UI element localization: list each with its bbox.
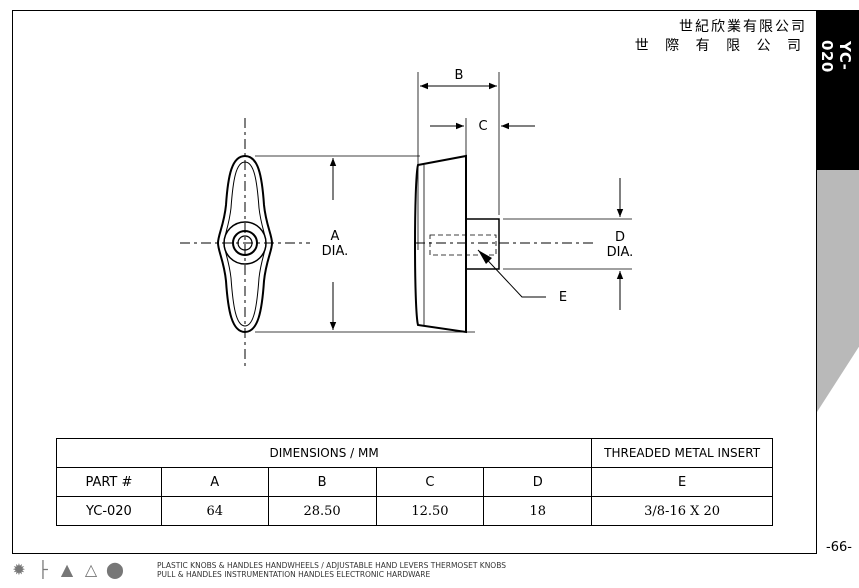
knob-body-side [414,154,467,334]
dimension-d [503,178,632,310]
dimension-a [255,155,475,333]
dimensions-header: DIMENSIONS / MM [55,438,593,468]
triangle-knob-icon: △ [84,560,98,579]
label-d-letter: D [614,230,625,245]
table-row: YC-020 64 28.50 12.50 18 3/8-16 X 20 [56,496,773,526]
col-d: D [483,467,593,497]
label-a-letter: A [330,229,340,244]
label-b: B [454,68,464,83]
cell-e: 3/8-16 X 20 [591,496,773,526]
label-a-dia: DIA. [321,244,349,259]
table-header-row: DIMENSIONS / MM THREADED METAL INSERT [55,438,773,468]
page-frame [12,10,817,554]
table-column-row: PART # A B C D E [56,467,773,497]
cell-b: 28.50 [267,496,377,526]
page-number: -66- [826,540,852,555]
side-tab-code: YC-020 [818,39,854,73]
col-c: C [375,467,485,497]
label-e: E [558,290,568,305]
footer-line2: PULL & HANDLES INSTRUMENTATION HANDLES E… [157,570,431,579]
col-a: A [160,467,269,497]
leader-e [477,249,546,298]
label-a: A DIA. [318,229,352,259]
side-view [414,154,595,334]
front-view [180,118,310,370]
insert-circle [232,230,258,256]
gear-knob-icon: ✹ [12,560,26,579]
cell-a: 64 [160,496,269,526]
bore-circle [237,235,253,251]
round-knob-icon: ⬤ [106,560,124,579]
col-e: E [591,467,773,497]
side-tab-black [817,10,859,170]
hub-circle [223,221,267,265]
label-d: D DIA. [602,230,638,260]
company-name-line1: 世紀欣業有限公司 [679,19,807,35]
company-name: 世紀欣業有限公司 世 際 有 限 公 司 [635,18,807,56]
lever-icon: ├ [38,560,48,579]
label-c: C [478,119,488,134]
insert-header: THREADED METAL INSERT [591,438,773,468]
footer-text: PLASTIC KNOBS & HANDLES HANDWHEELS / ADJ… [157,561,506,579]
three-lobe-knob-icon: ▲ [60,560,74,579]
wing-outline [216,154,274,334]
insert-hidden [429,234,497,256]
col-b: B [267,467,377,497]
boss-side [465,218,500,270]
col-part: PART # [56,467,162,497]
footer-icons: ✹ ├ ▲ △ ⬤ [10,560,124,580]
cell-c: 12.50 [375,496,485,526]
dimension-b [417,72,500,250]
footer-line1: PLASTIC KNOBS & HANDLES HANDWHEELS / ADJ… [157,561,506,570]
dimensions-table: DIMENSIONS / MM THREADED METAL INSERT PA… [55,438,773,526]
company-name-line2: 世 際 有 限 公 司 [634,38,807,54]
dimension-c [430,118,535,156]
wing-inner-outline [223,161,267,327]
label-d-dia: DIA. [606,245,634,260]
cell-part: YC-020 [56,496,162,526]
cell-d: 18 [483,496,593,526]
